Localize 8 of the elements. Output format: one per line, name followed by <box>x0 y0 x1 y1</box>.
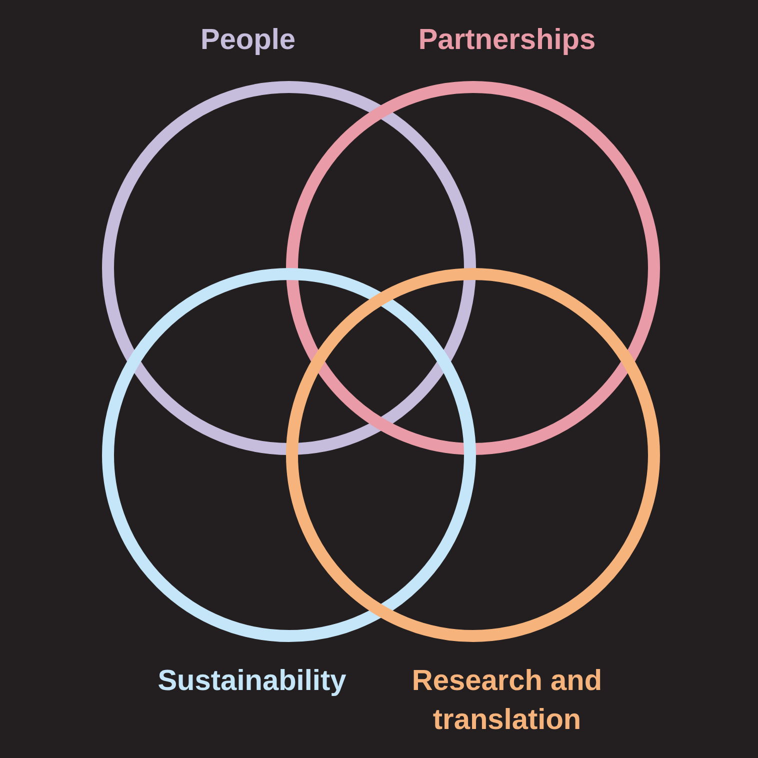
category-label: Research and translation <box>410 664 604 738</box>
venn-circle <box>286 268 660 642</box>
venn-circle <box>102 268 476 642</box>
category-label: Partnerships <box>417 22 597 58</box>
category-label: People <box>199 22 297 58</box>
venn-circle <box>102 81 476 455</box>
venn-circle <box>286 81 660 455</box>
category-label: Sustainability <box>156 664 348 698</box>
